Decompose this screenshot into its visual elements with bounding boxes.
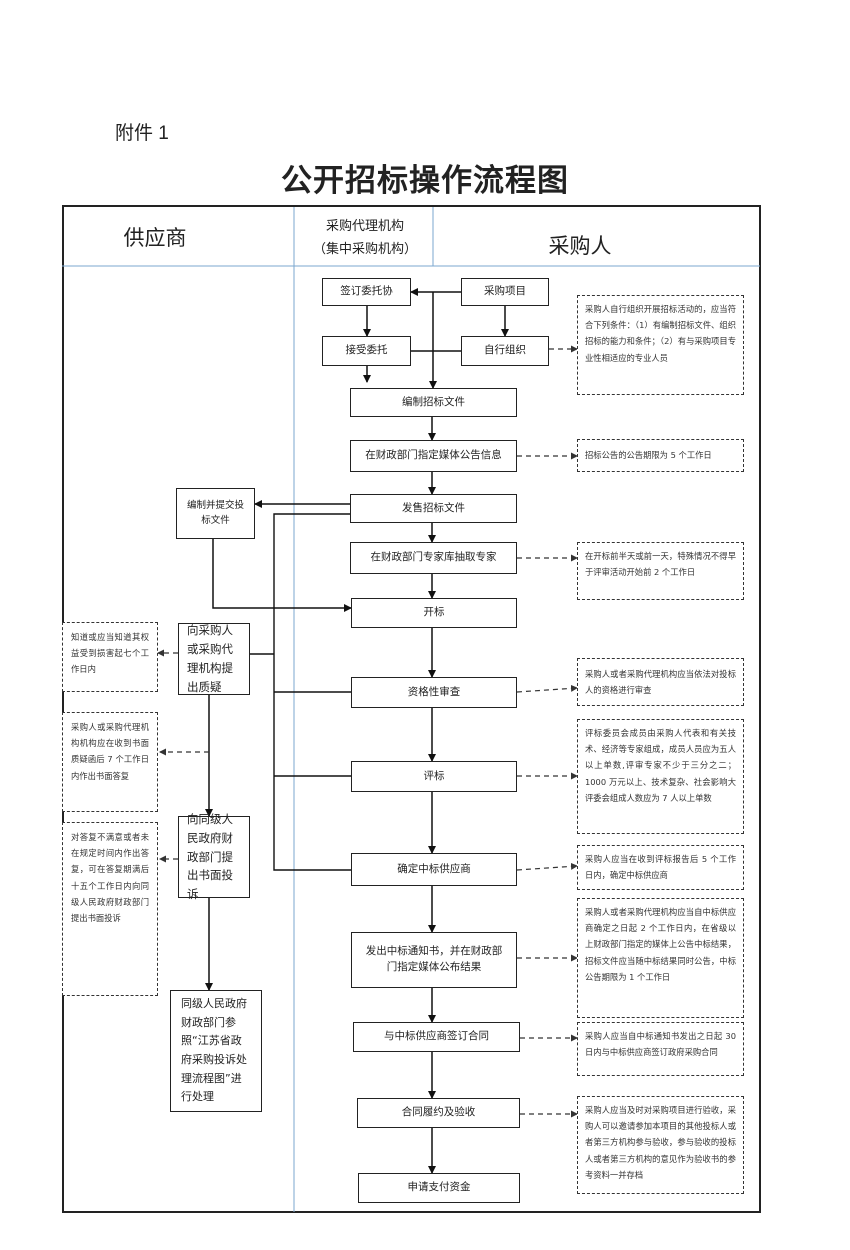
announce-note: 招标公告的公告期限为 5 个工作日 — [577, 439, 744, 472]
accept-entrust-box: 接受委托 — [322, 336, 411, 366]
announce-box: 在财政部门指定媒体公告信息 — [350, 440, 517, 472]
flowchart-frame — [62, 205, 761, 1213]
self-organize-box: 自行组织 — [461, 336, 549, 366]
qualification-note: 采购人或者采购代理机构应当依法对投标人的资格进行审查 — [577, 658, 744, 706]
expert-note: 在开标前半天或前一天，特殊情况不得早于评审活动开始前 2 个工作日 — [577, 542, 744, 600]
compile-docs-box: 编制招标文件 — [350, 388, 517, 417]
determine-winner-box: 确定中标供应商 — [351, 853, 517, 886]
self-organize-note: 采购人自行组织开展招标活动的，应当符合下列条件：（1）有编制招标文件、组织招标的… — [577, 295, 744, 395]
notice-note: 采购人或者采购代理机构应当自中标供应商确定之日起 2 个工作日内，在省级以上财政… — [577, 898, 744, 1018]
perform-accept-box: 合同履约及验收 — [357, 1098, 520, 1128]
sign-contract-box: 与中标供应商签订合同 — [353, 1022, 520, 1052]
purchase-project-box: 采购项目 — [461, 278, 549, 306]
sell-docs-box: 发售招标文件 — [350, 494, 517, 523]
handle-complaint-box: 同级人民政府财政部门参照“江苏省政府采购投诉处理流程图”进行处理 — [170, 990, 262, 1112]
page-title: 公开招标操作流程图 — [281, 163, 569, 199]
open-bid-box: 开标 — [351, 598, 517, 628]
sign-entrust-box: 签订委托协 — [322, 278, 411, 306]
reply-deadline-note: 采购人或采购代理机构机构应在收到书面质疑函后 7 个工作日内作出书面答复 — [62, 712, 158, 812]
attachment-label: 附件 1 — [115, 123, 169, 144]
acceptance-note: 采购人应当及时对采购项目进行验收，采购人可以邀请参加本项目的其他投标人或者第三方… — [577, 1096, 744, 1194]
issue-notice-box: 发出中标通知书，并在财政部门指定媒体公布结果 — [351, 932, 517, 988]
evaluate-box: 评标 — [351, 761, 517, 792]
qualification-box: 资格性审查 — [351, 677, 517, 708]
prepare-bid-box: 编制并提交投标文件 — [176, 488, 255, 539]
contract-note: 采购人应当自中标通知书发出之日起 30 日内与中标供应商签订政府采购合同 — [577, 1022, 744, 1076]
evaluate-note: 评标委员会成员由采购人代表和有关技术、经济等专家组成，成员人员应为五人以上单数,… — [577, 719, 744, 834]
question-box: 向采购人或采购代理机构提出质疑 — [178, 623, 250, 695]
agency-column-header: 采购代理机构 — [325, 219, 404, 234]
draw-experts-box: 在财政部门专家库抽取专家 — [350, 542, 517, 574]
know-deadline-note: 知道或应当知道其权益受到损害起七个工作日内 — [62, 622, 158, 692]
purchaser-column-header: 采购人 — [548, 234, 612, 258]
complaint-box: 向同级人民政府财政部门提出书面投诉 — [178, 812, 250, 901]
winner-note: 采购人应当在收到评标报告后 5 个工作日内，确定中标供应商 — [577, 845, 744, 890]
supplier-column-header: 供应商 — [123, 226, 187, 250]
agency-column-subheader: （集中采购机构） — [312, 242, 417, 257]
dissatisfied-note: 对答复不满意或者未在规定时间内作出答复，可在答复期满后十五个工作日内向同级人民政… — [62, 822, 158, 996]
apply-payment-box: 申请支付资金 — [358, 1173, 520, 1203]
